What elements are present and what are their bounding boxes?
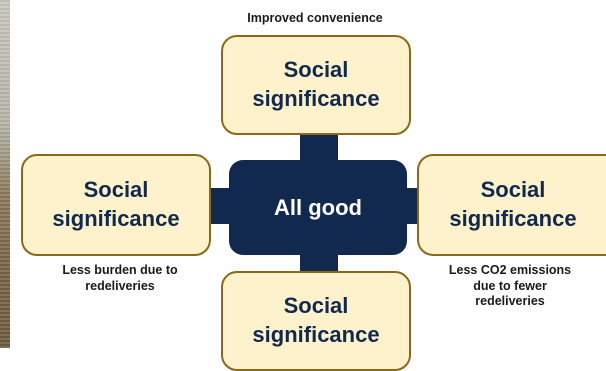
caption-right-line2: due to fewer [473,278,547,293]
photo-strip [0,0,10,348]
node-left: Social significance [21,154,211,256]
caption-right: Less CO2 emissions due to fewer redelive… [414,263,606,310]
caption-left-line1: Less burden due to [62,263,178,277]
center-hub: All good [229,160,407,255]
node-right: Social significance [417,154,606,256]
node-left-line2: significance [52,206,180,231]
caption-right-line3: redeliveries [475,294,545,309]
node-bottom: Social significance [221,271,411,371]
center-label: All good [274,194,362,220]
node-bottom-line1: Social [283,293,349,319]
node-right-line2: significance [449,206,577,231]
node-bottom-line2: significance [252,322,380,347]
caption-left: Less burden due to redeliveries [20,263,220,294]
node-top-line1: Social [283,57,349,83]
caption-right-line1: Less CO2 emissions [448,263,572,277]
caption-left-line2: redeliveries [85,278,155,293]
node-right-line1: Social [480,177,546,203]
caption-top: Improved convenience [247,11,383,25]
node-left-line1: Social [83,177,149,203]
node-top-line2: significance [252,86,380,111]
node-top: Social significance [221,35,411,135]
